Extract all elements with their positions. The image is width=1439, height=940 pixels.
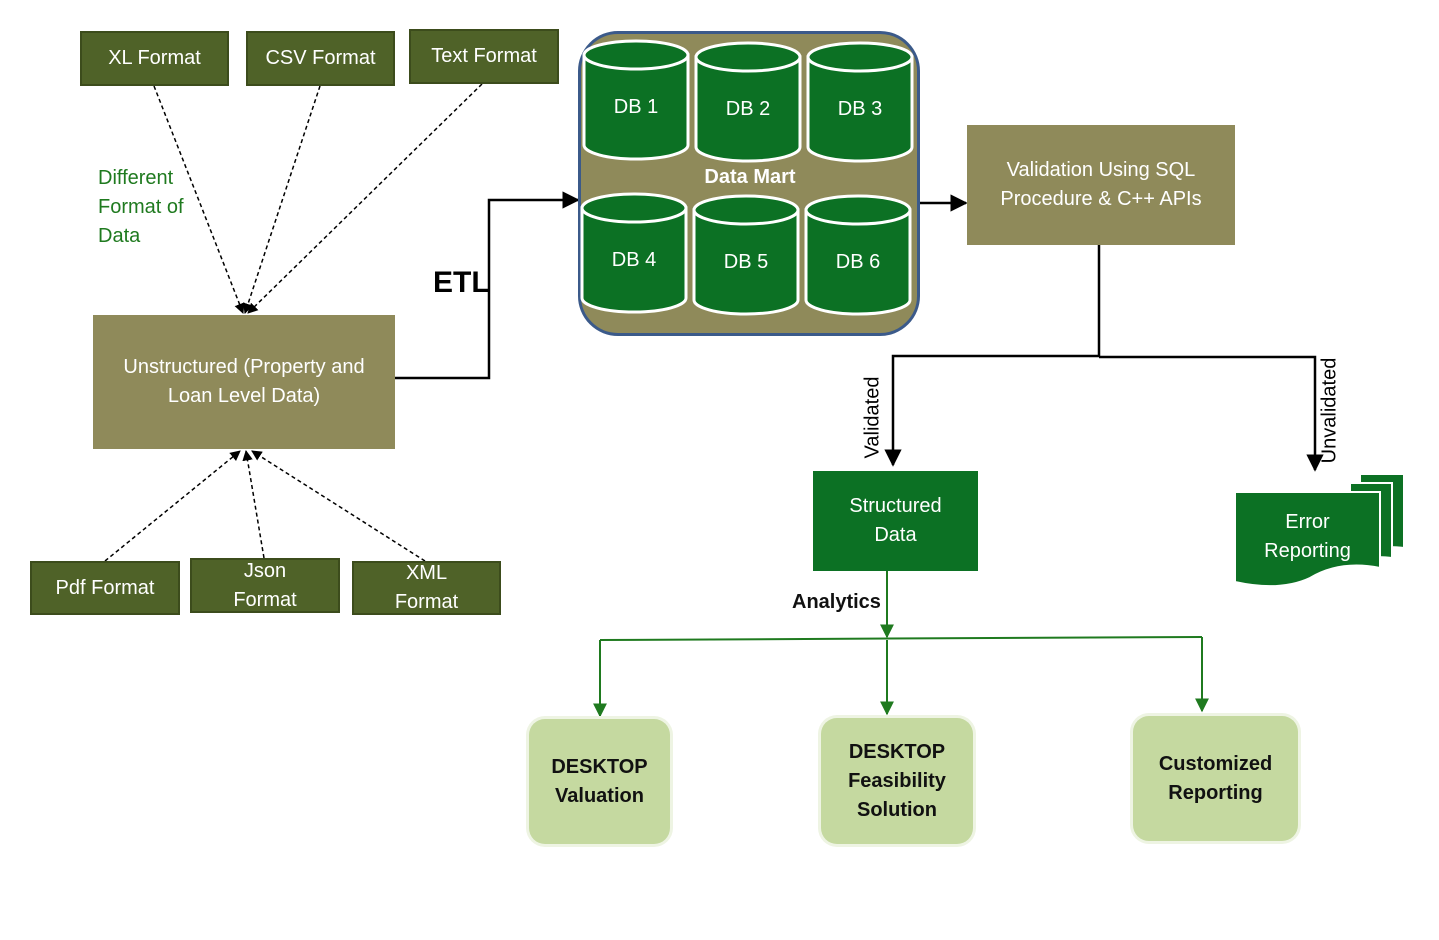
database-label: DB 1	[614, 96, 658, 118]
database-label: DB 4	[612, 249, 656, 271]
unvalidated-connector	[1099, 355, 1324, 472]
database-label: DB 5	[724, 251, 768, 273]
database-1-icon: DB 1	[582, 39, 690, 161]
json-format-box: Json Format	[190, 558, 340, 613]
different-format-label: Different Format of Data	[98, 167, 184, 247]
data-mart-title: Data Mart	[704, 166, 796, 188]
pdf-format-box: Pdf Format	[30, 561, 180, 615]
csv-to-unstructured-arrow	[242, 85, 321, 314]
customized-reporting-box: Customized Reporting	[1133, 716, 1298, 841]
database-6-icon: DB 6	[804, 194, 912, 316]
database-4-icon: DB 4	[580, 192, 688, 314]
unstructured-data-box: Unstructured (Property and Loan Level Da…	[93, 315, 395, 449]
validation-box: Validation Using SQL Procedure & C++ API…	[967, 125, 1235, 245]
pdf-to-unstructured-arrow	[104, 450, 241, 562]
database-3-icon: DB 3	[806, 41, 914, 163]
analytics-label: Analytics	[792, 591, 881, 613]
desktop-feasibility-box: DESKTOP Feasibility Solution	[821, 718, 973, 844]
text-to-unstructured-arrow	[247, 83, 483, 314]
xl-to-unstructured-arrow	[153, 85, 245, 314]
xl-format-box: XL Format	[80, 31, 229, 86]
csv-format-box: CSV Format	[246, 31, 395, 86]
etl-connector	[395, 191, 580, 380]
text-format-box: Text Format	[409, 29, 559, 84]
validated-connector	[884, 354, 1099, 467]
database-label: DB 2	[726, 98, 770, 120]
structured-data-box: Structured Data	[813, 471, 978, 571]
database-2-icon: DB 2	[694, 41, 802, 163]
analytics-branch-line	[599, 636, 1203, 641]
etl-label: ETL	[433, 266, 490, 299]
xml-to-unstructured-arrow	[251, 450, 426, 562]
database-5-icon: DB 5	[692, 194, 800, 316]
xml-format-box: XML Format	[352, 561, 501, 615]
desktop-valuation-box: DESKTOP Valuation	[529, 719, 670, 844]
database-label: DB 6	[836, 251, 880, 273]
database-label: DB 3	[838, 98, 882, 120]
error-reporting-label: Error Reporting	[1264, 511, 1351, 562]
